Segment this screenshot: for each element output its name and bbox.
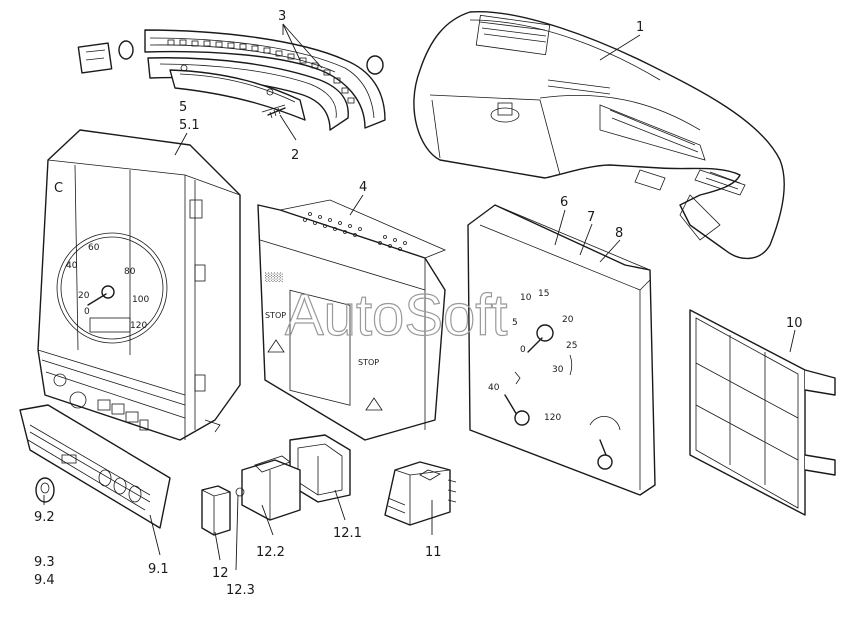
temp-label-40: 40 <box>488 383 500 393</box>
speed-dial-label-120: 120 <box>130 321 147 331</box>
control-unit-stop-side: STOP <box>358 358 379 367</box>
speed-dial-label-60: 60 <box>88 243 100 253</box>
callout-4: 4 <box>359 180 367 195</box>
switch-cap-part <box>201 485 231 536</box>
temp-label-120: 120 <box>544 413 561 423</box>
callout-9-2: 9.2 <box>34 510 55 525</box>
callout-12-3: 12.3 <box>226 583 255 598</box>
panel-logo: C <box>54 181 63 196</box>
screw-part <box>267 107 286 119</box>
callout-1: 1 <box>636 20 644 35</box>
instrument-panel-part: 60 40 20 0 80 100 120 C <box>37 129 241 441</box>
rpm-label-30: 30 <box>552 365 564 375</box>
callout-9-1: 9.1 <box>148 562 169 577</box>
rpm-label-20: 20 <box>562 315 574 325</box>
callout-12: 12 <box>212 566 229 581</box>
callout-labels: 1 2 3 4 5 5.1 6 7 8 9.1 9.2 9.3 9.4 10 1… <box>34 9 803 598</box>
speed-dial-label-40: 40 <box>66 261 78 271</box>
callout-12-1: 12.1 <box>333 526 362 541</box>
callout-7: 7 <box>587 210 595 225</box>
vent-grille-part <box>689 309 836 516</box>
trim-strips-part <box>77 29 386 131</box>
control-unit-top-text: ░░░ <box>265 272 283 282</box>
callout-9-3: 9.3 <box>34 555 55 570</box>
callout-9-4: 9.4 <box>34 573 55 588</box>
leader-lines <box>43 23 796 571</box>
rpm-label-25: 25 <box>566 341 577 351</box>
rpm-label-5: 5 <box>512 318 518 328</box>
control-unit-stop-front: STOP <box>265 311 286 320</box>
switch-body-part <box>235 455 301 521</box>
rpm-label-0: 0 <box>520 345 526 355</box>
callout-5-1: 5.1 <box>179 118 200 133</box>
watermark: AutoSoft <box>285 283 507 348</box>
callout-10: 10 <box>786 316 803 331</box>
dashboard-cover-part <box>413 10 785 260</box>
gauge-cluster-part: 10 15 5 0 20 25 30 40 120 <box>467 204 656 496</box>
callout-5: 5 <box>179 100 187 115</box>
control-unit-part: ░░░ STOP STOP <box>257 199 447 441</box>
speed-dial-label-20: 20 <box>78 291 90 301</box>
rpm-label-15: 15 <box>538 289 549 299</box>
switch-bezel-part <box>19 404 171 529</box>
rocker-switch-part <box>384 461 457 526</box>
callout-6: 6 <box>560 195 568 210</box>
callout-3: 3 <box>278 9 286 24</box>
callout-8: 8 <box>615 226 623 241</box>
callout-11: 11 <box>425 545 442 560</box>
speed-dial-label-100: 100 <box>132 295 149 305</box>
callout-12-2: 12.2 <box>256 545 285 560</box>
rpm-label-10: 10 <box>520 293 532 303</box>
speed-dial-label-80: 80 <box>124 267 136 277</box>
speed-dial-label-0: 0 <box>84 307 90 317</box>
callout-2: 2 <box>291 148 299 163</box>
